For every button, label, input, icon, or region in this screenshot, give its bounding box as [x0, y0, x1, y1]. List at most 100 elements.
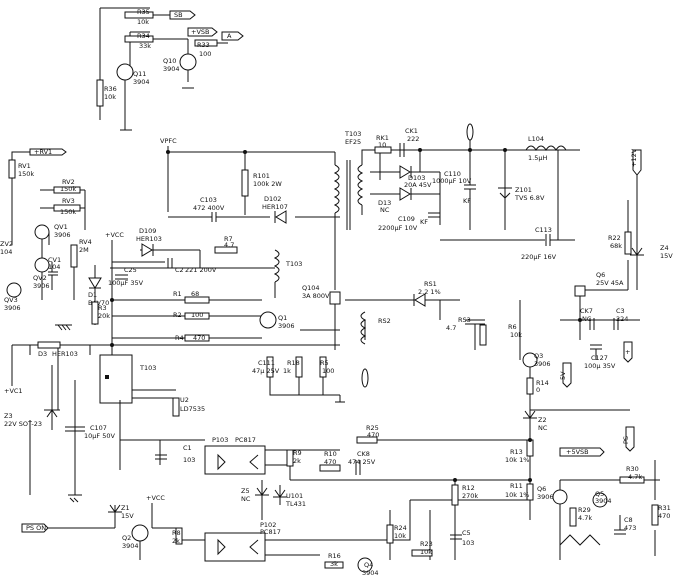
net-tag-rv1	[29, 148, 67, 156]
label-c113: C113	[535, 226, 552, 234]
primary-controller-block: +VCC D109 HER103 C2 221 200V C25 100μF 3…	[4, 227, 345, 417]
value-z4: 15V	[660, 252, 673, 260]
diode-d1	[88, 277, 102, 289]
value-z2: NC	[538, 424, 548, 432]
label-z101: Z101	[515, 186, 532, 194]
label-r23: R23	[420, 540, 433, 548]
resistor-r101	[241, 169, 249, 197]
label-d13: D13	[378, 199, 391, 207]
value-c25: 100μF 35V	[108, 279, 144, 287]
label-u101: U101	[286, 492, 303, 500]
value-r18: 10k	[510, 331, 522, 339]
label-r14: R14	[536, 379, 549, 387]
junction	[503, 148, 507, 152]
label-ck1: CK1	[405, 127, 418, 135]
label-r8: R8	[172, 529, 181, 537]
label-q104: Q104	[302, 284, 320, 292]
label-r35: R35	[137, 8, 150, 16]
value-c3: 224	[616, 315, 628, 323]
inductor-l104	[525, 145, 567, 151]
transistor-qv3	[6, 282, 22, 298]
secondary-aux-block: RS1 2.2 1% RS2 RS3 4.7 R6 10k Q3 3906 R1…	[345, 280, 635, 470]
transformer-primary	[333, 164, 340, 290]
resistor-r6	[172, 397, 180, 417]
net-label-a: A	[227, 32, 232, 40]
transistor-q1	[259, 311, 277, 329]
value-c1: 103	[183, 456, 195, 464]
value-r10: 470	[324, 458, 336, 466]
value-r11: 10k 1%	[505, 491, 529, 499]
net-tag-a	[221, 31, 244, 41]
fuse-holder	[466, 123, 474, 141]
value-ck1: 222	[407, 135, 419, 143]
value-r2: 100	[191, 311, 203, 319]
value-r101: 100k 2W	[253, 180, 282, 188]
label-rs2: R18	[287, 359, 300, 367]
resistor-r30	[619, 476, 645, 484]
value-c111: 4.7	[446, 324, 456, 332]
rv-sensing-block: +RV1 RV1 150k RV2 150k RV3 150k QV1 3906…	[0, 148, 92, 331]
value-r35: 10k	[137, 18, 149, 26]
label-kf2: KF	[420, 218, 428, 226]
label-t103-aux: T103	[285, 260, 302, 268]
power-good-block: R30 4.7k Q6 3906 Q5 3904 R29 4.7k C8 473…	[537, 460, 671, 560]
label-qv3: QV3	[4, 296, 18, 304]
label-d1: D1	[88, 291, 97, 299]
optocoupler-p103	[204, 445, 266, 475]
label-r11: R11	[510, 482, 523, 490]
value-l104: 1.5μH	[528, 154, 547, 162]
value-q6b: 3906	[537, 493, 554, 501]
value-d13: NC	[380, 206, 390, 214]
label-r16: R16	[328, 552, 341, 560]
value-u101: TL431	[285, 500, 306, 508]
resistor-r10	[319, 464, 341, 472]
value-qv1: 3906	[54, 231, 71, 239]
value-r14: 0	[536, 386, 540, 394]
resistor-r13	[526, 439, 534, 457]
value-z101: TVS 6.8V	[514, 194, 545, 202]
value-rs3: 100	[322, 367, 334, 375]
resistor-r2	[184, 312, 210, 320]
label-c3: C3	[616, 307, 625, 315]
transistor-q4	[357, 557, 373, 573]
label-t103-sec: RS2	[378, 317, 391, 325]
standby-control-block: SB +VSB A R35 10k R34 R34 33k R33 100 Q1…	[96, 7, 244, 131]
label-c111: RS3	[458, 316, 471, 324]
label-r3: R3	[98, 304, 107, 312]
signal-glyph	[559, 534, 601, 546]
value-r30: 4.7k	[628, 473, 642, 481]
label-u2: T103	[139, 364, 156, 372]
label-q11: Q11	[133, 70, 146, 78]
value-r3: 20k	[98, 312, 110, 320]
value-r34b: 33k	[139, 42, 151, 50]
resistor-r22	[624, 231, 632, 255]
label-r5: D3	[38, 350, 47, 358]
label-c127: C127	[591, 354, 608, 362]
resistor-r29	[569, 507, 577, 527]
junction	[578, 318, 582, 322]
junction	[243, 150, 247, 154]
value-p103: PC817	[235, 436, 256, 444]
ic-u2-pin-marker	[105, 375, 109, 379]
resistor-r3	[91, 301, 99, 325]
label-r24: R24	[394, 524, 407, 532]
resistor-r11	[526, 483, 534, 501]
transistor-q5	[592, 492, 608, 508]
value-d103: 20A 45V	[404, 181, 432, 189]
net-tag-ps	[625, 426, 635, 452]
value-cv1: 104	[48, 263, 60, 271]
net-label-ps: PS	[622, 436, 630, 444]
net-label-ps-on: PS ON	[26, 524, 46, 532]
diode-d103	[399, 165, 411, 179]
secondary-5v-output: RK1 10 CK1 222 D103 20A 45V D13 NC C110 …	[361, 123, 580, 261]
value-ck8: 474 25V	[348, 458, 376, 466]
net-tag-5vsb	[559, 447, 605, 457]
value-rk1: 10	[378, 141, 386, 149]
resistor-r8	[175, 527, 183, 545]
value-q6: 25V 45A	[596, 279, 624, 287]
net-label-vc1: +VC1	[4, 387, 23, 395]
net-tag-plus	[623, 341, 633, 363]
value-p102: PC817	[260, 528, 281, 536]
label-c109: C109	[398, 215, 415, 223]
junction-dots	[110, 148, 582, 482]
